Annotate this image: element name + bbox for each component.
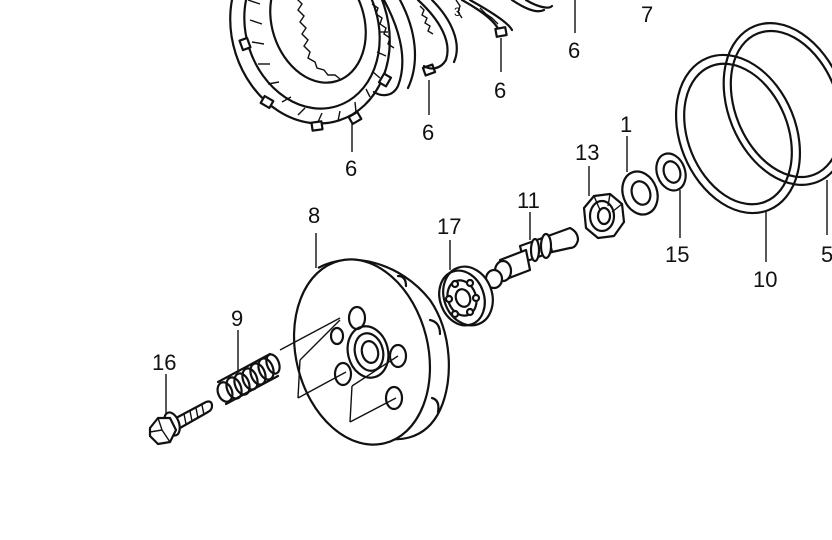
friction-plate-5 [510, 0, 554, 13]
callout-17: 17 [437, 214, 461, 239]
friction-plate-3: 3 [416, 0, 463, 70]
callout-7: 7 [641, 2, 653, 27]
callout-6: 6 [494, 78, 506, 103]
nut-13 [582, 166, 626, 240]
bolt-16 [148, 374, 214, 446]
push-rod-11 [484, 212, 580, 290]
callout-11: 11 [517, 188, 540, 213]
bearing-17 [438, 240, 494, 327]
callout-6: 6 [345, 156, 357, 181]
callout-15: 15 [665, 242, 689, 267]
friction-plate-large [229, 0, 393, 132]
callout-6: 6 [422, 120, 434, 145]
washer-15 [655, 152, 687, 238]
spring-9 [216, 330, 281, 406]
callout-labels: 7 6 6 6 6 1 13 11 17 15 10 5 8 9 16 [152, 2, 832, 375]
callout-10: 10 [753, 267, 777, 292]
gasket-ring-10 [674, 53, 802, 262]
callout-13: 13 [575, 140, 599, 165]
pressure-plate-8 [279, 233, 450, 446]
leader-lines-6 [351, 0, 576, 152]
gasket-ring-5 [722, 22, 832, 235]
callout-9: 9 [231, 306, 243, 331]
callout-6: 6 [568, 38, 580, 63]
clutch-plate-stack: 3 [229, 0, 554, 132]
callout-16: 16 [152, 350, 176, 375]
callout-5: 5 [821, 242, 832, 267]
callout-8: 8 [308, 203, 320, 228]
friction-plate-4 [460, 0, 514, 38]
washer-1 [621, 136, 659, 216]
callout-1: 1 [620, 112, 632, 137]
svg-text:3: 3 [454, 5, 461, 19]
friction-plate-2 [371, 0, 437, 97]
